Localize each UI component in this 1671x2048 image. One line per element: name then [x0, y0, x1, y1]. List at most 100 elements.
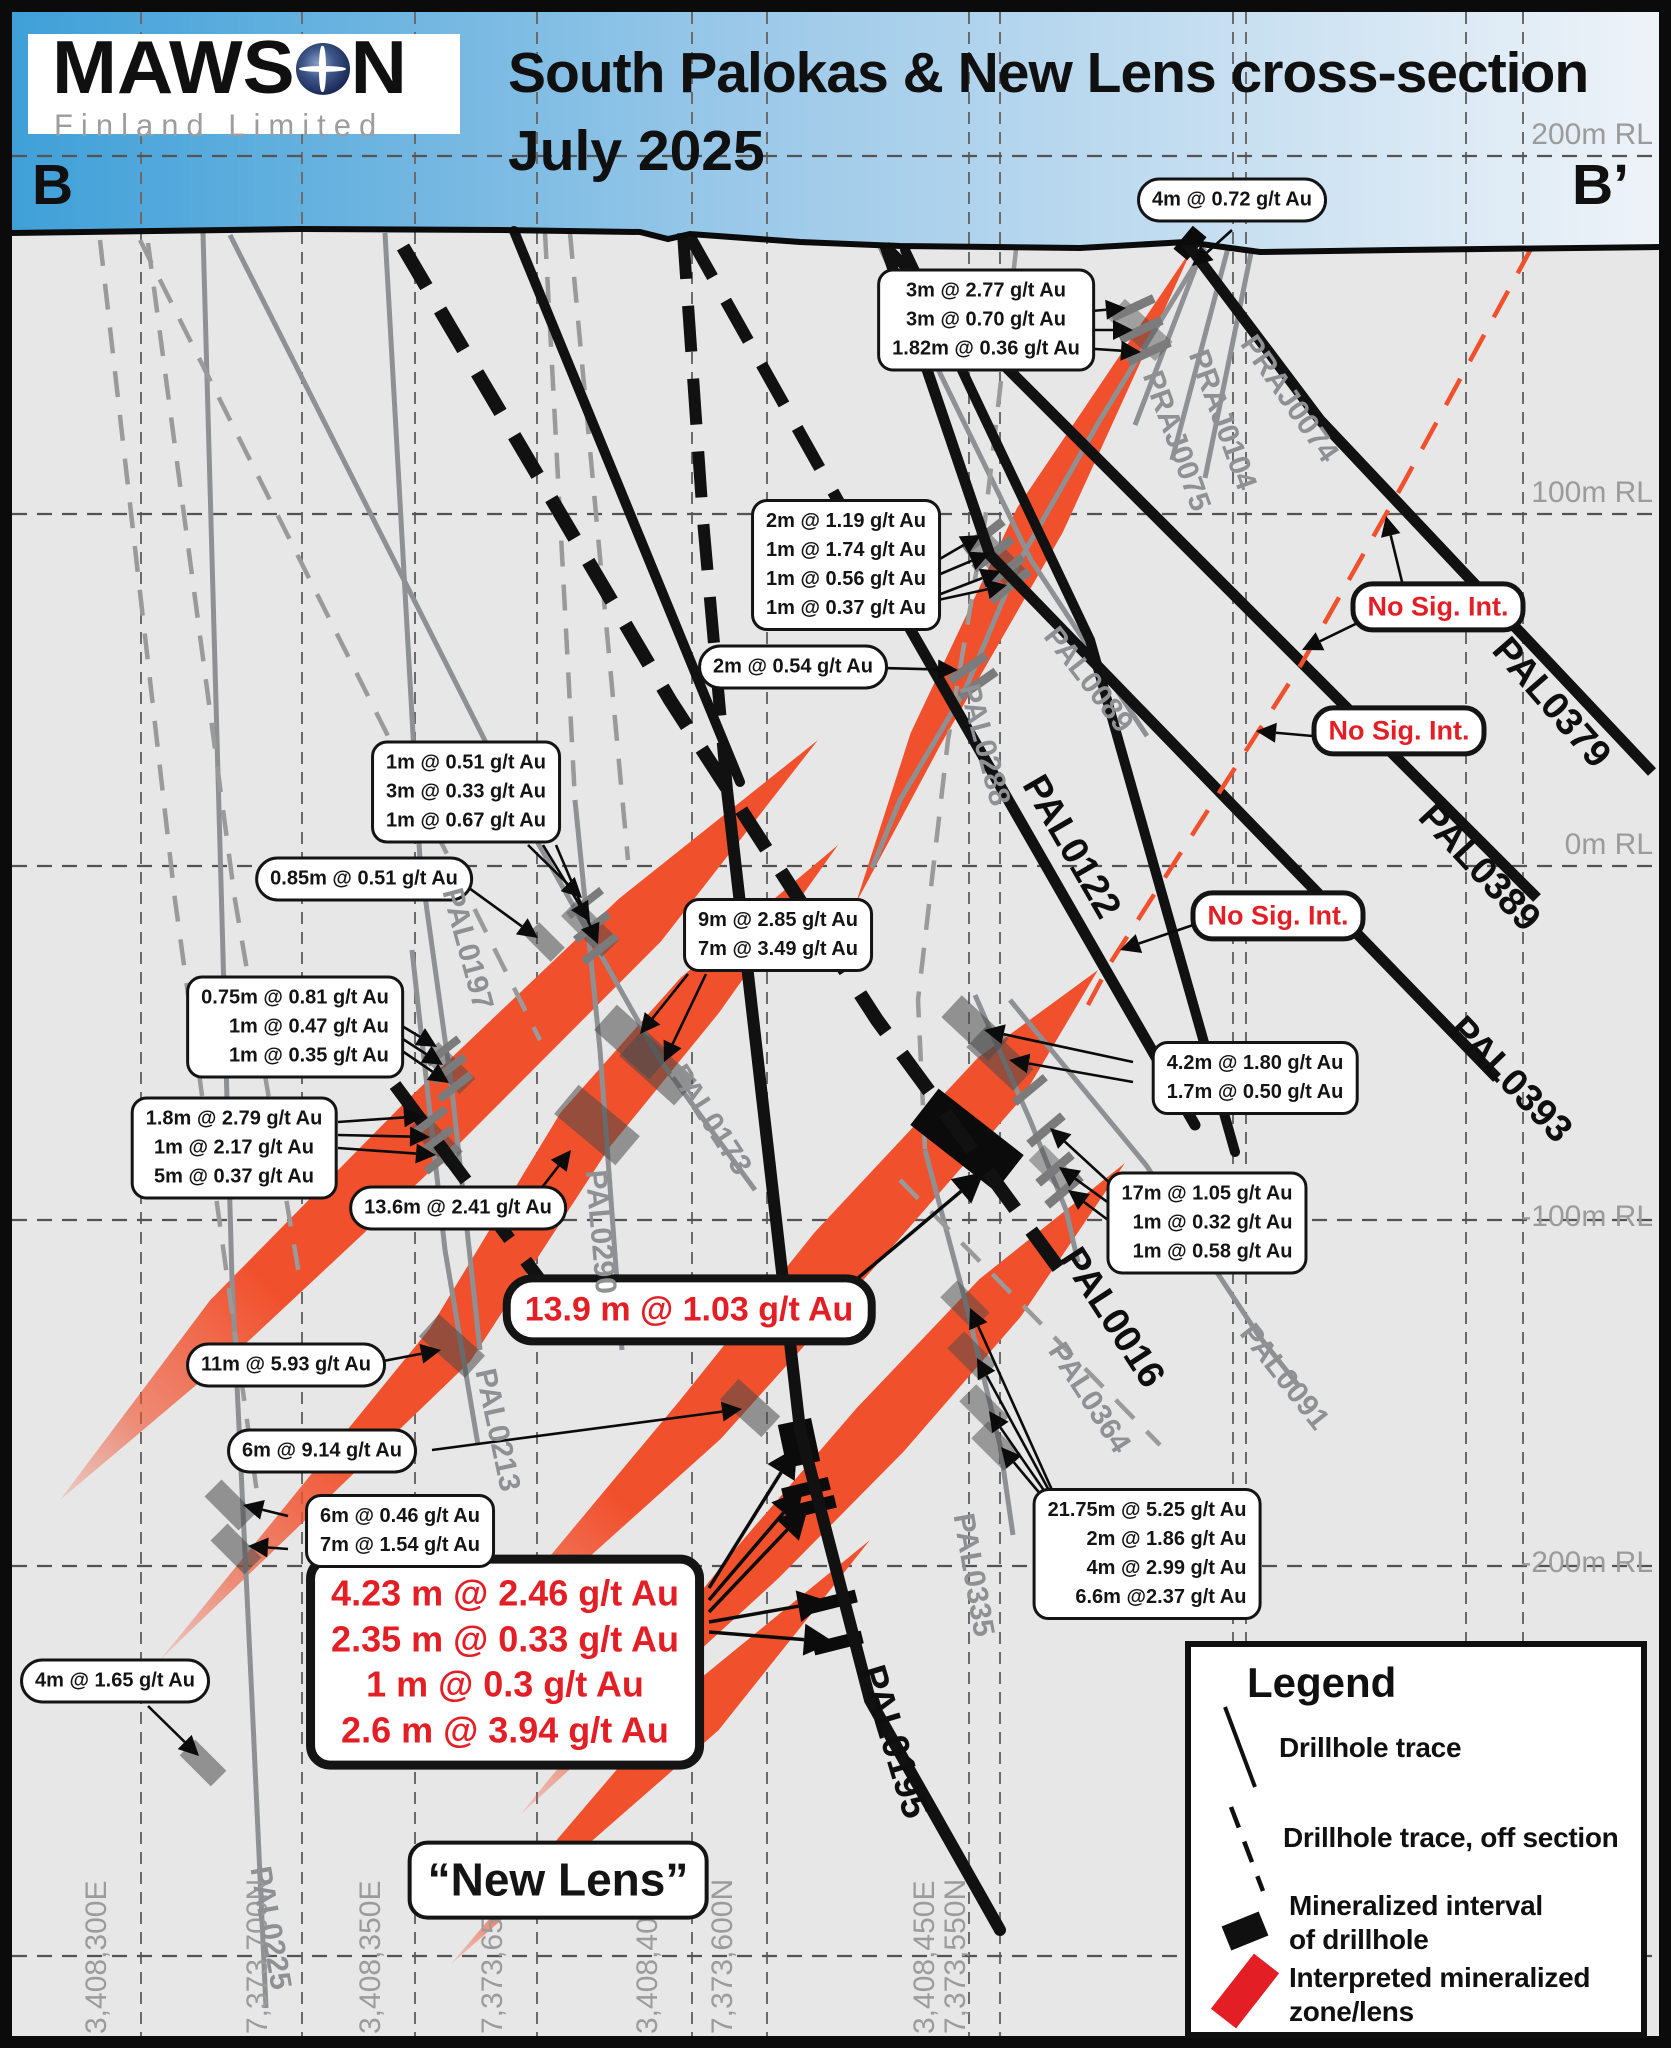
mineralized-zone-lensB [60, 740, 818, 1500]
gray-interval-tick [1118, 316, 1164, 344]
callout-line: 11m @ 5.93 g/t Au [201, 1353, 371, 1376]
arrow-head [937, 659, 958, 680]
callout-nosig3: No Sig. Int. [1190, 890, 1366, 942]
arrow-head [1050, 1128, 1072, 1149]
topography-line [11, 225, 1660, 256]
callout-line: 7m @ 3.49 g/t Au [698, 938, 858, 960]
callout-line: 2m @ 1.86 g/t Au [1086, 1528, 1247, 1550]
callout-line: 1.82m @ 0.36 g/t Au [892, 337, 1080, 360]
callout-2m119: 2m @ 1.19 g/t Au 1m @ 1.74 g/t Au 1m @ 0.5… [751, 499, 941, 631]
callout-line: 4m @ 0.72 g/t Au [1152, 188, 1312, 211]
legend-item-label: Drillhole trace, off section [1283, 1822, 1619, 1853]
gray-interval-tick [1044, 1173, 1084, 1209]
arrow-line [937, 576, 983, 597]
section-marker-b: B [32, 153, 74, 217]
arrow-line [527, 844, 569, 885]
arrow-head [414, 1028, 437, 1047]
arrow-line [1003, 1032, 1134, 1064]
rl-grid-label: 100m RL [1531, 476, 1653, 509]
gray-interval-marker [719, 1378, 781, 1438]
callout-line: 1m @ 0.37 g/t Au [766, 597, 926, 619]
arrow-line [671, 973, 708, 1045]
drillhole-trace-stub [509, 226, 745, 787]
arrow-line [707, 1511, 785, 1602]
arrow-head [426, 1063, 449, 1083]
gray-interval-tick [1110, 294, 1156, 322]
arrow-head [969, 1308, 988, 1331]
figure-title: South Palokas & New Lens cross-section [508, 41, 1589, 105]
arrow-line [707, 1471, 783, 1589]
coordinate-grid-label: 7,373,550N [939, 1878, 972, 2034]
arrow-head [1381, 516, 1401, 538]
callout-2m054: 2m @ 0.54 g/t Au [698, 644, 888, 690]
arrow-head [989, 1411, 1009, 1434]
drillhole-trace-PRAJa [1132, 247, 1206, 426]
callout-line: 6.6m @2.37 g/t Au [1075, 1586, 1247, 1608]
arrow-head [720, 1401, 742, 1422]
arrow-head [550, 1150, 571, 1172]
arrow-head [1120, 340, 1141, 361]
arrow-head [663, 1039, 682, 1062]
gray-interval-marker [966, 1025, 1034, 1091]
callout-2175: 21.75m @ 5.25 g/t Au 2m @ 1.86 g/t Au 4m @… [1032, 1488, 1262, 1620]
arrow-head [775, 1508, 808, 1541]
callout-line: 2m @ 1.19 g/t Au [766, 510, 926, 532]
arrow-head [1059, 1167, 1082, 1187]
arrow-head [1068, 1190, 1090, 1210]
callout-nosig1: No Sig. Int. [1350, 581, 1526, 633]
arrow-line [707, 1528, 789, 1614]
arrow-head [640, 1012, 661, 1034]
arrow-head [1192, 245, 1214, 266]
arrow-line [1389, 535, 1406, 591]
arrow-line [431, 1410, 723, 1452]
callout-line: 3m @ 0.33 g/t Au [386, 780, 546, 803]
arrow-head [403, 1107, 424, 1128]
callout-136m: 13.6m @ 2.41 g/t Au [349, 1185, 567, 1231]
arrow-line [856, 1189, 963, 1280]
arrow-line [337, 1133, 411, 1138]
drillhole-trace-PAL0364 [898, 1178, 1162, 1447]
gray-interval-tick [947, 651, 989, 685]
callout-6m914: 6m @ 9.14 g/t Au [227, 1428, 417, 1474]
arrow-line [1205, 229, 1233, 254]
coordinate-grid-label: 7,373,600N [706, 1878, 739, 2034]
callout-line: 6m @ 0.46 g/t Au [320, 1505, 480, 1527]
gray-interval-tick [411, 1105, 449, 1137]
coordinate-grid-label: 3,408,300E [80, 1880, 113, 2034]
logo-subtitle: Finland Limited [54, 107, 385, 144]
callout-line: 13.6m @ 2.41 g/t Au [364, 1196, 552, 1219]
gray-interval-tick [1012, 1074, 1048, 1106]
arrow-head [984, 1024, 1006, 1044]
callout-line: 1m @ 1.74 g/t Au [766, 539, 926, 561]
arrow-head [420, 1045, 443, 1065]
callout-line: 21.75m @ 5.25 g/t Au [1047, 1499, 1247, 1521]
callout-nosig2: No Sig. Int. [1311, 705, 1487, 757]
callout-085m: 0.85m @ 0.51 g/t Au [255, 856, 473, 902]
callout-line: 1m @ 0.56 g/t Au [766, 568, 926, 590]
gray-interval-marker [204, 1479, 256, 1531]
section-marker-b-prime: B’ [1572, 153, 1629, 217]
coordinate-grid-label: 3,408,350E [354, 1880, 387, 2034]
callout-line: 4m @ 2.99 g/t Au [1086, 1557, 1247, 1579]
arrow-line [1028, 1062, 1134, 1084]
arrow-line [337, 1116, 405, 1124]
callout-line: No Sig. Int. [1328, 715, 1470, 746]
arrow-line [267, 1546, 289, 1551]
coordinate-grid-label: 3,408,450E [908, 1880, 941, 2034]
callout-line: 5m @ 0.37 g/t Au [154, 1165, 314, 1188]
callout-line: 4.23 m @ 2.46 g/t Au [331, 1572, 679, 1614]
arrow-head [1009, 1053, 1031, 1074]
arrow-line [708, 1604, 799, 1624]
arrow-head [409, 1126, 430, 1147]
arrow-line [651, 973, 690, 1020]
gray-interval-marker [619, 1030, 697, 1106]
callout-139: 13.9 m @ 1.03 g/t Au [502, 1274, 876, 1346]
drillhole-trace-GD3 [137, 238, 543, 1042]
